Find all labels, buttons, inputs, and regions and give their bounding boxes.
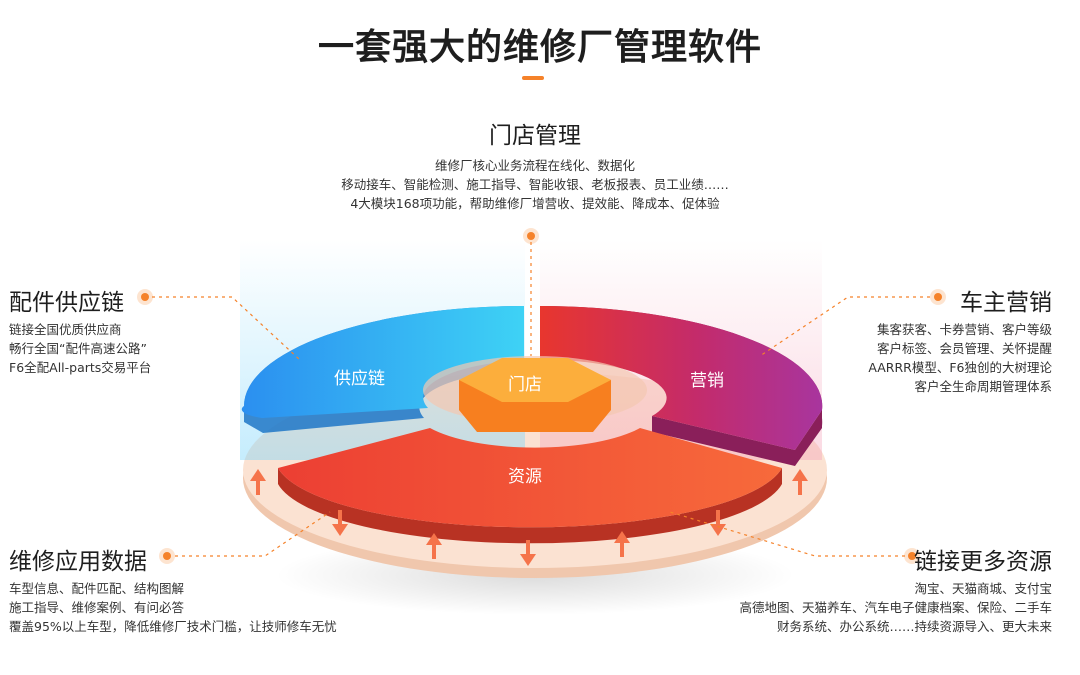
connector-dot-supply	[141, 293, 149, 301]
connector-dot-data	[163, 552, 171, 560]
marketing-description: 集客获客、卡券营销、客户等级 客户标签、会员管理、关怀提醒 AARRR模型、F6…	[868, 320, 1052, 396]
supply-heading: 配件供应链	[9, 290, 124, 316]
store-prism-label: 门店	[508, 375, 542, 395]
arrow-down-icon	[710, 510, 726, 536]
connector-supply	[152, 296, 301, 361]
data-line: 车型信息、配件匹配、结构图解	[9, 581, 185, 596]
arrow-up-icon	[792, 469, 808, 495]
arrow-down-icon	[332, 510, 348, 536]
page-title: 一套强大的维修厂管理软件	[317, 27, 762, 68]
supply-segment-label: 供应链	[334, 369, 385, 389]
supply-line: F6全配All-parts交易平台	[9, 360, 152, 375]
title-underline	[522, 76, 544, 80]
resources-description: 淘宝、天猫商城、支付宝 高德地图、天猫养车、汽车电子健康档案、保险、二手车 财务…	[739, 579, 1052, 636]
marketing-line: 集客获客、卡券营销、客户等级	[876, 322, 1052, 337]
data-line: 施工指导、维修案例、有问必答	[9, 600, 185, 615]
connector-resources	[669, 511, 905, 557]
resources-line: 高德地图、天猫养车、汽车电子健康档案、保险、二手车	[739, 600, 1052, 615]
resources-line: 财务系统、办公系统……持续资源导入、更大未来	[776, 619, 1052, 634]
marketing-segment[interactable]	[540, 305, 823, 450]
store-line: 移动接车、智能检测、施工指导、智能收银、老板报表、员工业绩……	[341, 177, 729, 192]
resources-segment-side	[278, 468, 782, 544]
resources-heading: 链接更多资源	[914, 549, 1052, 575]
connector-data	[175, 511, 331, 557]
marketing-segment-side	[652, 410, 822, 466]
supply-segment[interactable]	[241, 306, 524, 418]
store-line: 维修厂核心业务流程在线化、数据化	[434, 158, 635, 173]
rim-arrows	[250, 469, 808, 566]
arrow-up-icon	[426, 533, 442, 559]
marketing-heading: 车主营销	[960, 290, 1052, 316]
marketing-line: AARRR模型、F6独创的大树理论	[868, 360, 1052, 375]
arrow-down-icon	[520, 540, 536, 566]
arrow-up-icon	[250, 469, 266, 495]
store-description: 维修厂核心业务流程在线化、数据化 移动接车、智能检测、施工指导、智能收银、老板报…	[280, 156, 790, 213]
supply-line: 链接全国优质供应商	[9, 322, 122, 337]
arrow-up-icon	[614, 531, 630, 557]
connector-dot-store	[527, 232, 535, 240]
connector-lines	[152, 242, 930, 557]
marketing-line: 客户标签、会员管理、关怀提醒	[876, 341, 1052, 356]
marketing-line: 客户全生命周期管理体系	[914, 379, 1052, 394]
supply-line: 畅行全国“配件高速公路”	[9, 341, 147, 356]
resources-segment-label: 资源	[508, 467, 542, 487]
store-prism[interactable]	[459, 358, 611, 402]
store-heading: 门店管理	[489, 123, 581, 149]
store-line: 4大模块168项功能，帮助维修厂增营收、提效能、降成本、促体验	[350, 196, 720, 211]
data-heading: 维修应用数据	[9, 549, 147, 575]
data-line: 覆盖95%以上车型，降低维修厂技术门槛，让技师修车无忧	[9, 619, 337, 634]
connector-dot-marketing	[934, 293, 942, 301]
marketing-segment-label: 营销	[690, 371, 724, 391]
resources-segment[interactable]	[278, 428, 782, 528]
resources-line: 淘宝、天猫商城、支付宝	[914, 581, 1052, 596]
supply-description: 链接全国优质供应商 畅行全国“配件高速公路” F6全配All-parts交易平台	[9, 320, 151, 377]
connector-dot-resources	[908, 552, 916, 560]
data-description: 车型信息、配件匹配、结构图解 施工指导、维修案例、有问必答 覆盖95%以上车型，…	[9, 579, 337, 636]
